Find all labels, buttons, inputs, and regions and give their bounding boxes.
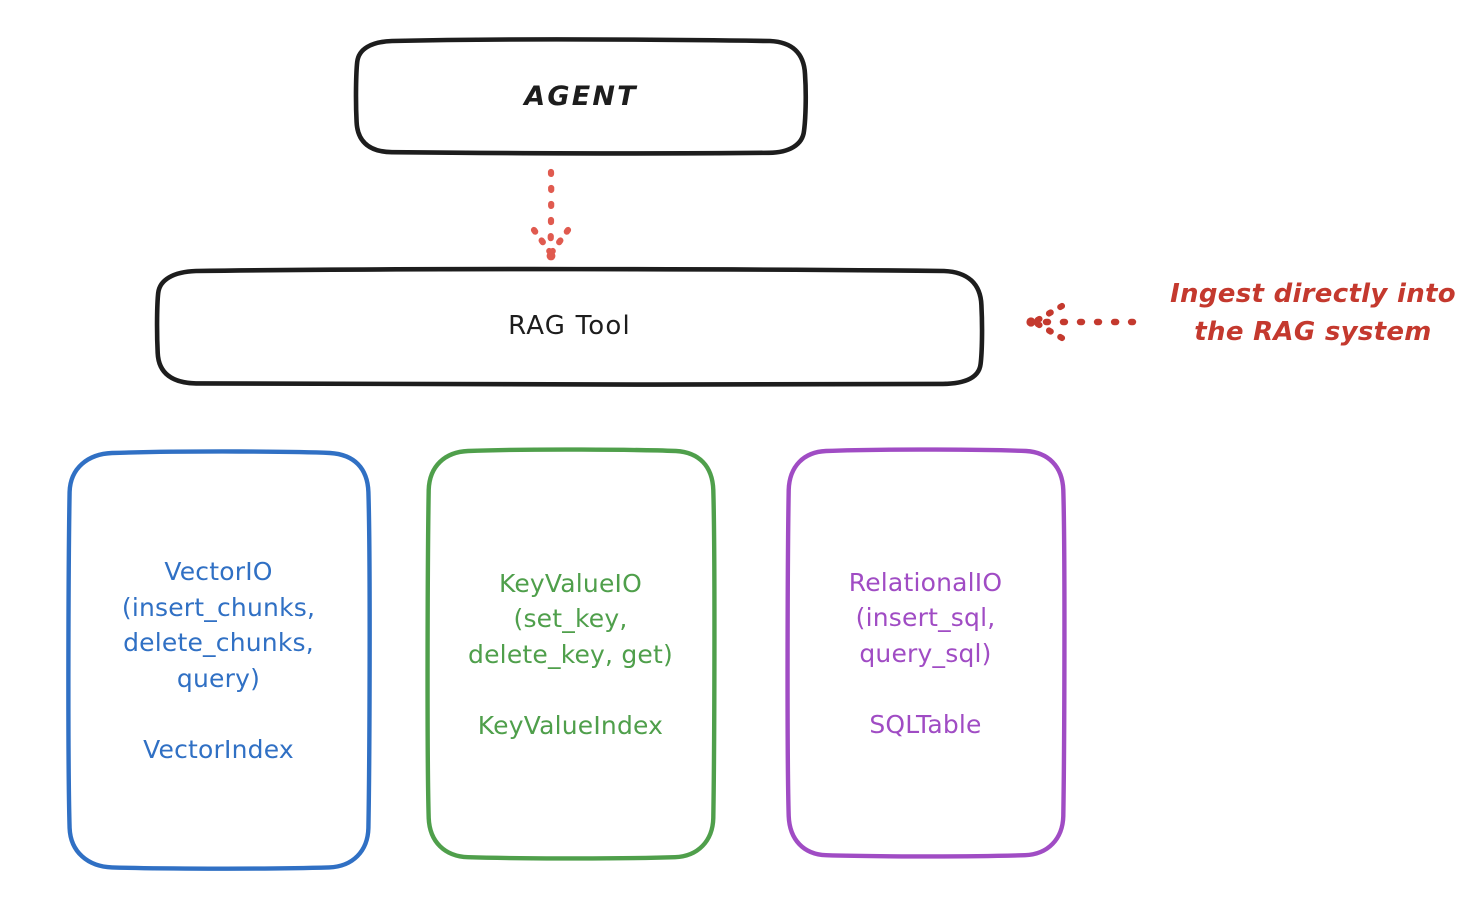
annotation-ingest-directly: Ingest directly into the RAG system <box>1170 279 1456 347</box>
node-agent[interactable]: AGENT <box>356 40 806 153</box>
node-agent-label: AGENT <box>524 80 638 112</box>
node-relational-io-label: RelationalIO (insert_sql, query_sql) SQL… <box>848 567 1003 739</box>
node-rag-tool-label: RAG Tool <box>508 311 631 342</box>
node-vector-io[interactable]: VectorIO (insert_chunks, delete_chunks, … <box>68 452 369 869</box>
node-rag-tool[interactable]: RAG Tool <box>157 270 982 384</box>
connector-agent-to-rag-tool <box>530 168 572 261</box>
node-relational-io[interactable]: RelationalIO (insert_sql, query_sql) SQL… <box>788 450 1063 857</box>
node-vector-io-label: VectorIO (insert_chunks, delete_chunks, … <box>121 557 316 764</box>
node-key-value-io-label: KeyValueIO (set_key, delete_key, get) Ke… <box>468 568 673 740</box>
connector-ingest-to-rag-tool <box>1026 302 1137 342</box>
node-key-value-io[interactable]: KeyValueIO (set_key, delete_key, get) Ke… <box>428 450 713 859</box>
